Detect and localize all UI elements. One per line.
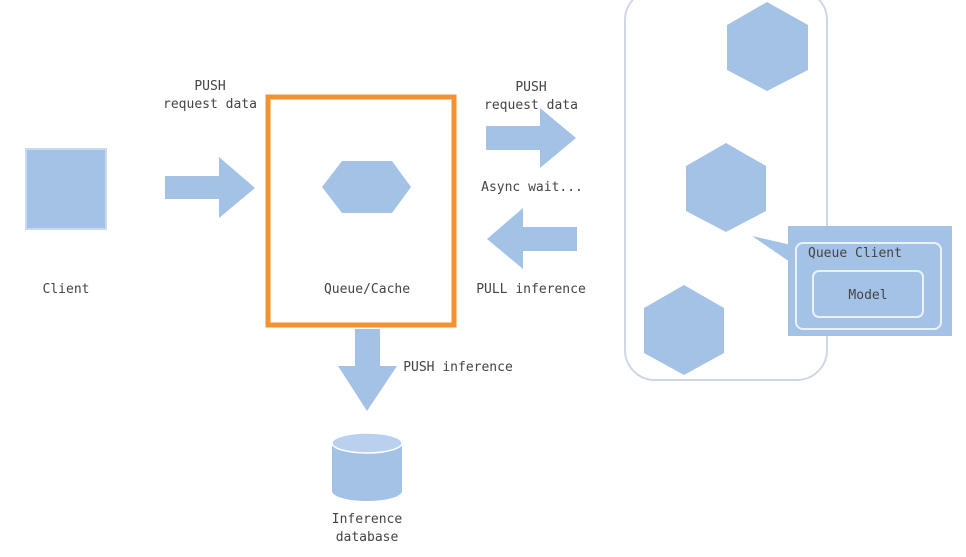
model-label: Model: [848, 288, 887, 303]
push-request-label-2-line2: request data: [484, 98, 578, 113]
queue-client-label: Queue Client: [808, 246, 902, 261]
pull-inference-label: PULL inference: [476, 282, 586, 297]
client-label: Client: [43, 282, 90, 297]
worker-hexagon-icon: [644, 285, 724, 375]
database-cylinder-icon: [332, 443, 402, 501]
worker-hexagon-icon: [727, 2, 808, 91]
worker-hexagon-icon: [686, 143, 766, 232]
async-wait-label: Async wait...: [481, 180, 583, 195]
model-box: [812, 270, 924, 318]
push-request-label-1-line2: request data: [163, 97, 257, 112]
queue-hexagon-icon: [322, 161, 411, 213]
push-inference-label: PUSH inference: [403, 360, 513, 375]
database-cylinder-top: [331, 432, 403, 454]
client-square-icon: [25, 148, 107, 230]
push-request-label-1-line1: PUSH: [194, 79, 225, 94]
inference-db-label-line2: database: [336, 530, 399, 545]
push-request-label-2-line1: PUSH: [515, 80, 546, 95]
queue-client-inner-border: [795, 242, 942, 330]
pull-inference-arrow: [487, 208, 577, 269]
push-inference-arrow: [338, 329, 397, 411]
push-request-arrow-2: [486, 108, 576, 168]
queue-cache-label: Queue/Cache: [324, 282, 410, 297]
inference-db-label-line1: Inference: [332, 512, 403, 527]
push-request-arrow-1: [165, 157, 255, 218]
